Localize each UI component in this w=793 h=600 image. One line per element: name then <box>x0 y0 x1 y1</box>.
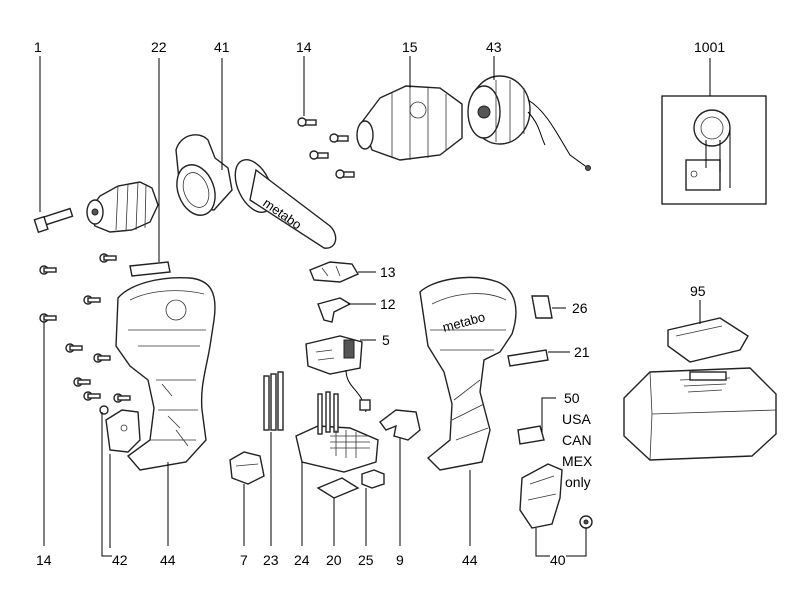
label-part-43: 43 <box>486 39 502 55</box>
label-part-95: 95 <box>690 283 706 299</box>
label-part-1001: 1001 <box>694 39 725 55</box>
housing-screws <box>39 253 131 415</box>
label-part-5: 5 <box>382 332 390 348</box>
part-40-cover <box>519 463 563 529</box>
part-7-block <box>229 451 265 485</box>
label-only: only <box>565 474 591 490</box>
label-part-14-bottom: 14 <box>36 552 52 568</box>
part-24-electronics <box>295 391 379 473</box>
drill-chuck <box>86 181 159 233</box>
part-40-screw <box>579 515 593 529</box>
label-part-25: 25 <box>358 552 374 568</box>
label-part-20: 20 <box>326 552 342 568</box>
part-26-sticker <box>531 295 553 319</box>
label-part-21: 21 <box>574 344 590 360</box>
part-1001-detail-box <box>661 95 767 205</box>
part-25-bracket <box>361 469 385 489</box>
part-12-piece <box>317 297 352 323</box>
left-housing-half <box>115 276 216 471</box>
label-mex: MEX <box>562 453 593 469</box>
label-part-24: 24 <box>294 552 310 568</box>
label-can: CAN <box>562 432 592 448</box>
part-labels: 1 22 41 14 15 43 1001 13 12 5 26 21 95 5… <box>34 39 725 568</box>
label-part-14-top: 14 <box>296 39 312 55</box>
label-part-41: 41 <box>214 39 230 55</box>
part-14-screws <box>297 117 355 179</box>
label-part-12: 12 <box>380 296 396 312</box>
label-part-13: 13 <box>380 264 396 280</box>
part-13-clip <box>309 261 360 283</box>
battery-pack <box>623 367 777 461</box>
part-42-plate <box>105 409 141 453</box>
label-part-15: 15 <box>402 39 418 55</box>
label-part-22: 22 <box>151 39 167 55</box>
label-part-7: 7 <box>240 552 248 568</box>
label-part-1: 1 <box>34 39 42 55</box>
part-20-pad <box>316 477 360 499</box>
part-43-motor <box>467 75 591 171</box>
part-15-gearbox <box>356 85 463 161</box>
part-5-switch <box>305 335 371 413</box>
label-part-9: 9 <box>396 552 404 568</box>
part-1-bolt <box>33 207 74 234</box>
part-23-rods <box>263 371 284 431</box>
label-part-23: 23 <box>263 552 279 568</box>
label-part-50: 50 <box>564 390 580 406</box>
label-part-44-left: 44 <box>160 552 176 568</box>
label-part-26: 26 <box>572 300 588 316</box>
label-part-42: 42 <box>112 552 128 568</box>
part-22-sticker <box>129 261 171 277</box>
label-usa: USA <box>562 411 591 427</box>
part-21-sticker <box>507 349 549 367</box>
leader-lines <box>39 56 711 557</box>
part-50-sticker <box>517 425 545 445</box>
part-95-plate <box>667 317 749 363</box>
label-part-40: 40 <box>550 552 566 568</box>
right-housing-half: metabo <box>419 276 517 471</box>
label-part-44-right: 44 <box>462 552 478 568</box>
part-9-bracket <box>379 409 421 441</box>
